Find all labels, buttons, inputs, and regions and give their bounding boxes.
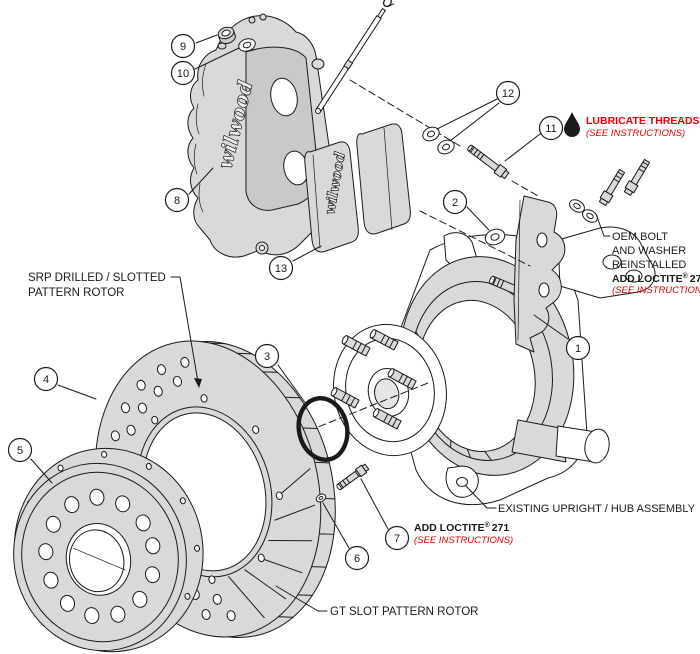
rotor-hat xyxy=(13,447,204,653)
caliper-bracket xyxy=(489,195,566,353)
svg-text:(SEE INSTRUCTIONS): (SEE INSTRUCTIONS) xyxy=(586,128,685,139)
brake-pads: wilwood xyxy=(304,123,411,253)
svg-text:8: 8 xyxy=(174,195,180,207)
svg-text:7: 7 xyxy=(394,533,400,545)
svg-text:ADD LOCTITE®271: ADD LOCTITE®271 xyxy=(612,272,700,285)
callout-10: 10 xyxy=(170,60,196,86)
srp-rotor-label-line2: PATTERN ROTOR xyxy=(28,287,124,299)
mount-bolt-11 xyxy=(467,144,510,180)
svg-text:OEM BOLT: OEM BOLT xyxy=(612,231,668,243)
svg-text:(SEE INSTRUCTIONS): (SEE INSTRUCTIONS) xyxy=(612,285,700,296)
bleed-screw xyxy=(259,13,267,21)
svg-text:3: 3 xyxy=(264,351,270,363)
svg-text:13: 13 xyxy=(275,263,287,275)
labels: SRP DRILLED / SLOTTED PATTERN ROTOR GT S… xyxy=(28,112,700,618)
svg-text:5: 5 xyxy=(17,445,23,457)
srp-rotor-label-line1: SRP DRILLED / SLOTTED xyxy=(28,272,166,284)
callout-1: 1 xyxy=(565,335,591,361)
washer-2 xyxy=(484,228,506,246)
washer-12a xyxy=(422,126,440,142)
loctite-note-7: ADD LOCTITE®271 (SEE INSTRUCTIONS) xyxy=(414,521,513,546)
svg-text:9: 9 xyxy=(180,41,186,53)
callout-2: 2 xyxy=(442,189,468,215)
gt-slots xyxy=(228,468,316,619)
wheel-studs xyxy=(330,329,417,430)
hub-flange xyxy=(333,323,447,457)
callout-8: 8 xyxy=(164,187,190,213)
oem-bolt-note: OEM BOLT AND WASHER REINSTALLED ADD LOCT… xyxy=(612,231,700,296)
pin-washer-10 xyxy=(238,38,256,52)
callout-6: 6 xyxy=(344,545,370,571)
svg-text:(SEE INSTRUCTIONS): (SEE INSTRUCTIONS) xyxy=(414,535,513,546)
leader-lines xyxy=(30,34,611,612)
pin-nut-9 xyxy=(217,26,236,45)
svg-text:11: 11 xyxy=(545,123,556,135)
rotor-bolt-7 xyxy=(336,463,370,491)
callouts: 1 2 3 4 5 6 7 8 9 10 11 12 13 xyxy=(7,33,591,571)
svg-text:1: 1 xyxy=(575,343,581,355)
lubricate-note: LUBRICATE THREADS (SEE INSTRUCTIONS) xyxy=(564,112,700,139)
washer-12b xyxy=(437,139,455,155)
callout-11: 11 xyxy=(538,115,564,141)
washer-6 xyxy=(315,493,327,503)
srp-arrowhead xyxy=(194,378,202,388)
oem-bolts-washers xyxy=(569,158,651,223)
svg-text:2: 2 xyxy=(452,197,458,209)
callout-9: 9 xyxy=(170,33,196,59)
callout-12: 12 xyxy=(495,80,521,106)
caliper: wilwood xyxy=(187,13,337,258)
e-clip xyxy=(382,0,395,8)
svg-text:4: 4 xyxy=(43,374,49,386)
callout-3: 3 xyxy=(254,343,280,369)
svg-text:REINSTALLED: REINSTALLED xyxy=(612,259,686,271)
o-ring xyxy=(296,396,350,462)
ball-joint xyxy=(511,419,610,464)
callout-7: 7 xyxy=(384,525,410,551)
upright-label: EXISTING UPRIGHT / HUB ASSEMBLY xyxy=(498,503,696,515)
svg-text:10: 10 xyxy=(177,68,189,80)
pad-retainer-pin xyxy=(315,0,395,114)
svg-text:AND WASHER: AND WASHER xyxy=(612,245,686,257)
svg-text:ADD LOCTITE®271: ADD LOCTITE®271 xyxy=(414,521,509,534)
callout-4: 4 xyxy=(33,366,59,392)
gt-rotor-label: GT SLOT PATTERN ROTOR xyxy=(330,606,478,618)
bleed-screw xyxy=(248,16,256,24)
callout-13: 13 xyxy=(268,255,294,281)
svg-text:LUBRICATE THREADS: LUBRICATE THREADS xyxy=(586,115,700,127)
svg-text:6: 6 xyxy=(354,553,360,565)
svg-text:12: 12 xyxy=(502,88,514,100)
callout-5: 5 xyxy=(7,437,33,463)
lubricant-drop-icon xyxy=(564,112,580,137)
